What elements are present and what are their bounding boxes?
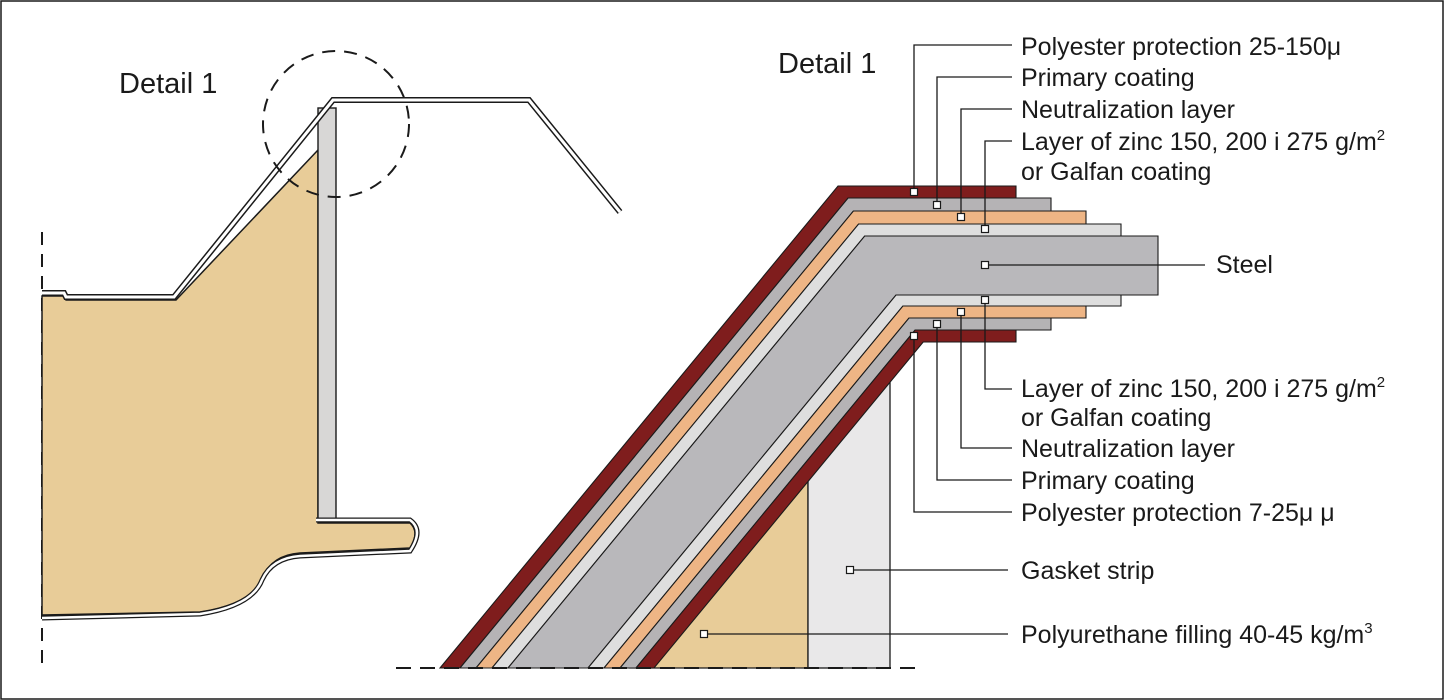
label-gasket: Gasket strip: [1021, 557, 1154, 585]
label-top-2: Neutralization layer: [1021, 96, 1235, 124]
label-top-1: Primary coating: [1021, 64, 1195, 92]
leader-neutralization-bottom: [960, 312, 1012, 449]
label-top-0: Polyester protection 25-150μ: [1021, 33, 1341, 61]
node-neutralization-bottom: [956, 307, 966, 317]
left-sheet-inner: [42, 98, 622, 299]
left-polyurethane: [41, 148, 416, 616]
layer-polyester-bottom: [634, 329, 1017, 669]
right-figure: Detail 1 Polyester protection 25-150μPri…: [396, 33, 1385, 669]
node-primary-top: [932, 200, 942, 210]
node-polyester-top: [909, 187, 919, 197]
right-detail-title: Detail 1: [778, 48, 876, 80]
leader-polyester-bottom: [913, 336, 1012, 513]
label-bottom-3: Primary coating: [1021, 467, 1195, 495]
node-steel: [980, 260, 990, 270]
node-gasket: [845, 565, 855, 575]
node-zinc-top: [980, 224, 990, 234]
label-top-4: or Galfan coating: [1021, 158, 1211, 186]
coating-layers: [438, 185, 1159, 669]
left-detail-title: Detail 1: [119, 68, 217, 100]
node-zinc-bottom: [980, 295, 990, 305]
leader-primary-top: [936, 76, 1012, 205]
left-gasket: [317, 107, 337, 521]
label-top-3: Layer of zinc 150, 200 i 275 g/m2: [1021, 127, 1385, 156]
detail-circle: [262, 50, 410, 198]
left-figure: Detail 1: [41, 50, 623, 670]
label-bottom-2: Neutralization layer: [1021, 435, 1235, 463]
leader-primary-bottom: [936, 324, 1012, 481]
node-filling: [699, 629, 709, 639]
node-polyester-bottom: [909, 331, 919, 341]
label-steel: Steel: [1216, 251, 1273, 279]
label-bottom-1: or Galfan coating: [1021, 404, 1211, 432]
label-bottom-0: Layer of zinc 150, 200 i 275 g/m2: [1021, 374, 1385, 403]
label-bottom-4: Polyester protection 7-25μ μ: [1021, 499, 1335, 527]
node-neutralization-top: [956, 212, 966, 222]
leader-neutralization-top: [960, 108, 1012, 217]
node-primary-bottom: [932, 319, 942, 329]
leader-lines: [699, 44, 1205, 639]
left-bottom-sheet-inner: [41, 518, 419, 620]
leader-zinc-bottom: [984, 300, 1012, 390]
leader-polyester-top: [913, 44, 1012, 192]
leader-zinc-top: [984, 140, 1012, 229]
label-filling: Polyurethane filling 40-45 kg/m3: [1021, 620, 1373, 649]
